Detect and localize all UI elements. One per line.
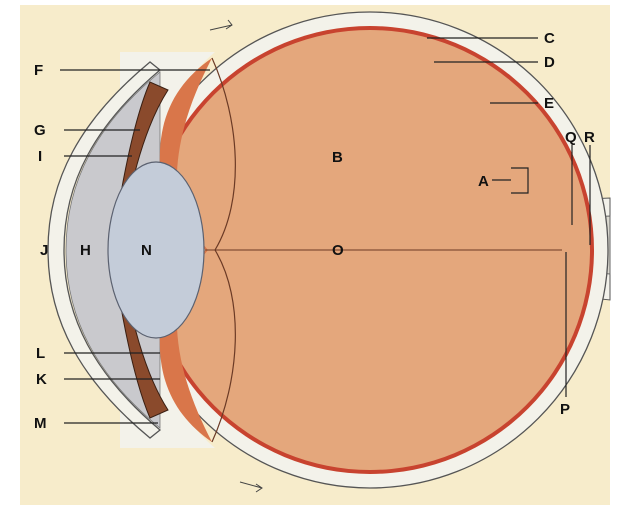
lens (108, 162, 204, 338)
label-f: F (34, 62, 43, 79)
label-m: M (34, 415, 47, 432)
label-d: D (544, 54, 555, 71)
label-q: Q (565, 129, 577, 146)
label-h: H (80, 242, 91, 259)
label-r: R (584, 129, 595, 146)
label-n: N (141, 242, 152, 259)
label-p: P (560, 401, 570, 418)
label-l: L (36, 345, 45, 362)
label-g: G (34, 122, 46, 139)
label-b: B (332, 149, 343, 166)
label-c: C (544, 30, 555, 47)
label-j: J (40, 242, 48, 259)
label-e: E (544, 95, 554, 112)
label-a: A (478, 173, 489, 190)
label-i: I (38, 148, 42, 165)
label-k: K (36, 371, 47, 388)
label-o: O (332, 242, 344, 259)
